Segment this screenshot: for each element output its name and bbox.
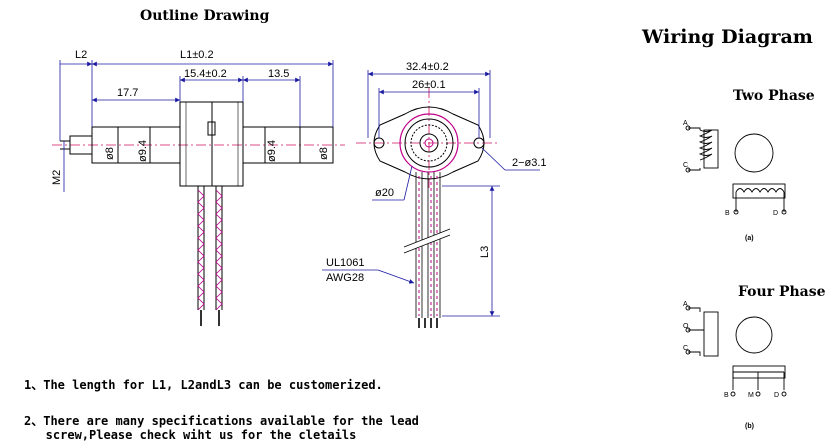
outline-drawing-title: Outline Drawing [140, 8, 270, 24]
dim-holes: 2−ø3.1 [512, 157, 547, 169]
dim-l2: L2 [75, 49, 87, 61]
wire-type-label: UL1061 [326, 257, 365, 269]
front-dimensions [322, 70, 540, 317]
coil-aoc [703, 311, 719, 357]
rotor-circle-b [735, 316, 773, 354]
right-shaft [242, 126, 334, 164]
coil-ac [703, 129, 719, 169]
pin-b-four: B [724, 392, 729, 399]
wiring-four-phase [685, 305, 787, 397]
front-leads [402, 172, 452, 328]
dim-lead-length: L3 [479, 246, 491, 258]
pin-d-two: D [773, 210, 778, 217]
wiring-diagram-title: Wiring Diagram [642, 26, 813, 48]
note-2: 2、There are many specifications availabl… [24, 414, 419, 442]
dim-dia8-right: ø8 [318, 147, 330, 160]
rotor-circle-a [734, 133, 774, 173]
dim-m2: M2 [51, 170, 63, 185]
caption-b: (b) [745, 423, 754, 430]
caption-a: (a) [745, 235, 754, 242]
pin-a-two: A [683, 120, 688, 127]
side-leads [197, 186, 223, 326]
dim-dia8-left: ø8 [104, 147, 116, 160]
coil-bmd [732, 365, 786, 379]
dim-right-shaft: 13.5 [268, 68, 289, 80]
pin-b-two: B [725, 210, 730, 217]
dim-left-shaft: 17.7 [117, 87, 138, 99]
pin-a-four: A [683, 301, 688, 308]
wire-gauge-label: AWG28 [326, 272, 364, 284]
dim-dia94-right: ø9.4 [266, 140, 278, 162]
dim-overall-width: 32.4±0.2 [406, 61, 449, 73]
side-view [52, 101, 345, 326]
pin-m-four: M [748, 392, 754, 399]
pin-d-four: D [774, 392, 779, 399]
pin-c-two: C [683, 162, 688, 169]
mounting-flange [373, 106, 485, 180]
note-1: 1、The length for L1, L2andL3 can be cust… [24, 378, 383, 392]
dim-dia94-left: ø9.4 [137, 140, 149, 162]
pin-c-four: C [683, 345, 688, 352]
dim-boss: ø20 [375, 187, 394, 199]
four-phase-title: Four Phase [738, 284, 826, 300]
wiring-two-phase [685, 125, 787, 215]
boss-circle [399, 113, 459, 173]
pin-o-four: O [683, 323, 689, 330]
dim-hole-pitch: 26±0.1 [412, 79, 446, 91]
coil-bd [732, 183, 786, 199]
dim-l1: L1±0.2 [180, 49, 214, 61]
body-window [207, 121, 216, 136]
front-view [356, 88, 500, 328]
two-phase-title: Two Phase [733, 88, 815, 104]
dim-body-width: 15.4±0.2 [184, 68, 227, 80]
side-dimensions [59, 60, 334, 192]
